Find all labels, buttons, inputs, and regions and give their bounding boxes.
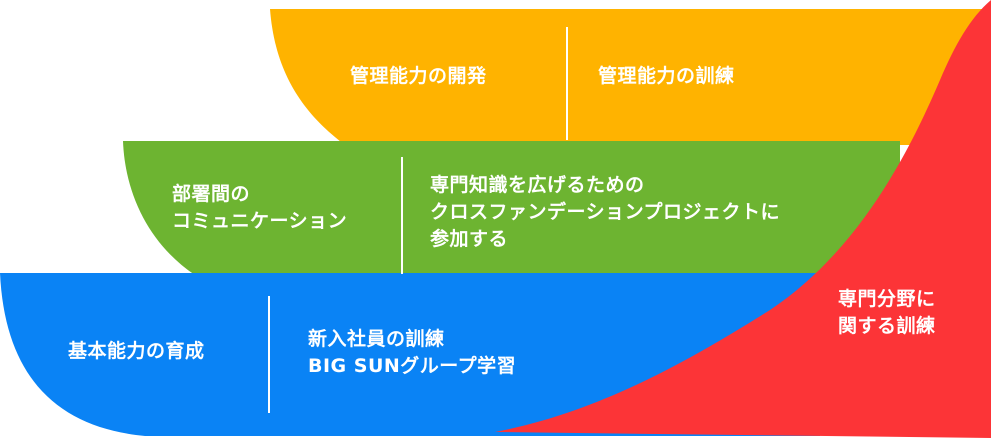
specialty-label: 専門分野に 関する訓練 [838,286,936,340]
middle-right-line-3: 参加する [430,228,509,250]
bottom-divider [268,296,270,413]
middle-tier-band [123,141,900,275]
specialty-line-2: 関する訓練 [838,315,936,337]
bottom-right-line-2: BIG SUNグループ学習 [308,355,517,377]
middle-right-line-1: 専門知識を広げるための [430,174,645,196]
middle-left-line-2: コミュニケーション [172,210,348,232]
top-right-label: 管理能力の訓練 [598,63,735,90]
middle-left-label: 部署間の コミュニケーション [172,181,347,235]
manage-ability-development-text: 管理能力の開発 [350,65,487,87]
basic-ability-text: 基本能力の育成 [68,340,205,362]
top-tier-band [270,9,982,145]
specialty-line-1: 専門分野に [838,288,936,310]
specialty-training-wedge [495,0,991,438]
bottom-right-label: 新入社員の訓練 BIG SUNグループ学習 [308,326,516,380]
top-left-label: 管理能力の開発 [350,63,487,90]
manage-ability-training-text: 管理能力の訓練 [598,65,735,87]
middle-right-line-2: クロスファンデーションプロジェクトに [430,201,781,223]
top-divider [566,27,568,140]
middle-right-label: 専門知識を広げるための クロスファンデーションプロジェクトに 参加する [430,172,780,253]
bottom-left-label: 基本能力の育成 [68,338,205,365]
middle-divider [401,157,403,274]
middle-left-line-1: 部署間の [172,183,251,205]
bottom-right-line-1: 新入社員の訓練 [308,328,445,350]
